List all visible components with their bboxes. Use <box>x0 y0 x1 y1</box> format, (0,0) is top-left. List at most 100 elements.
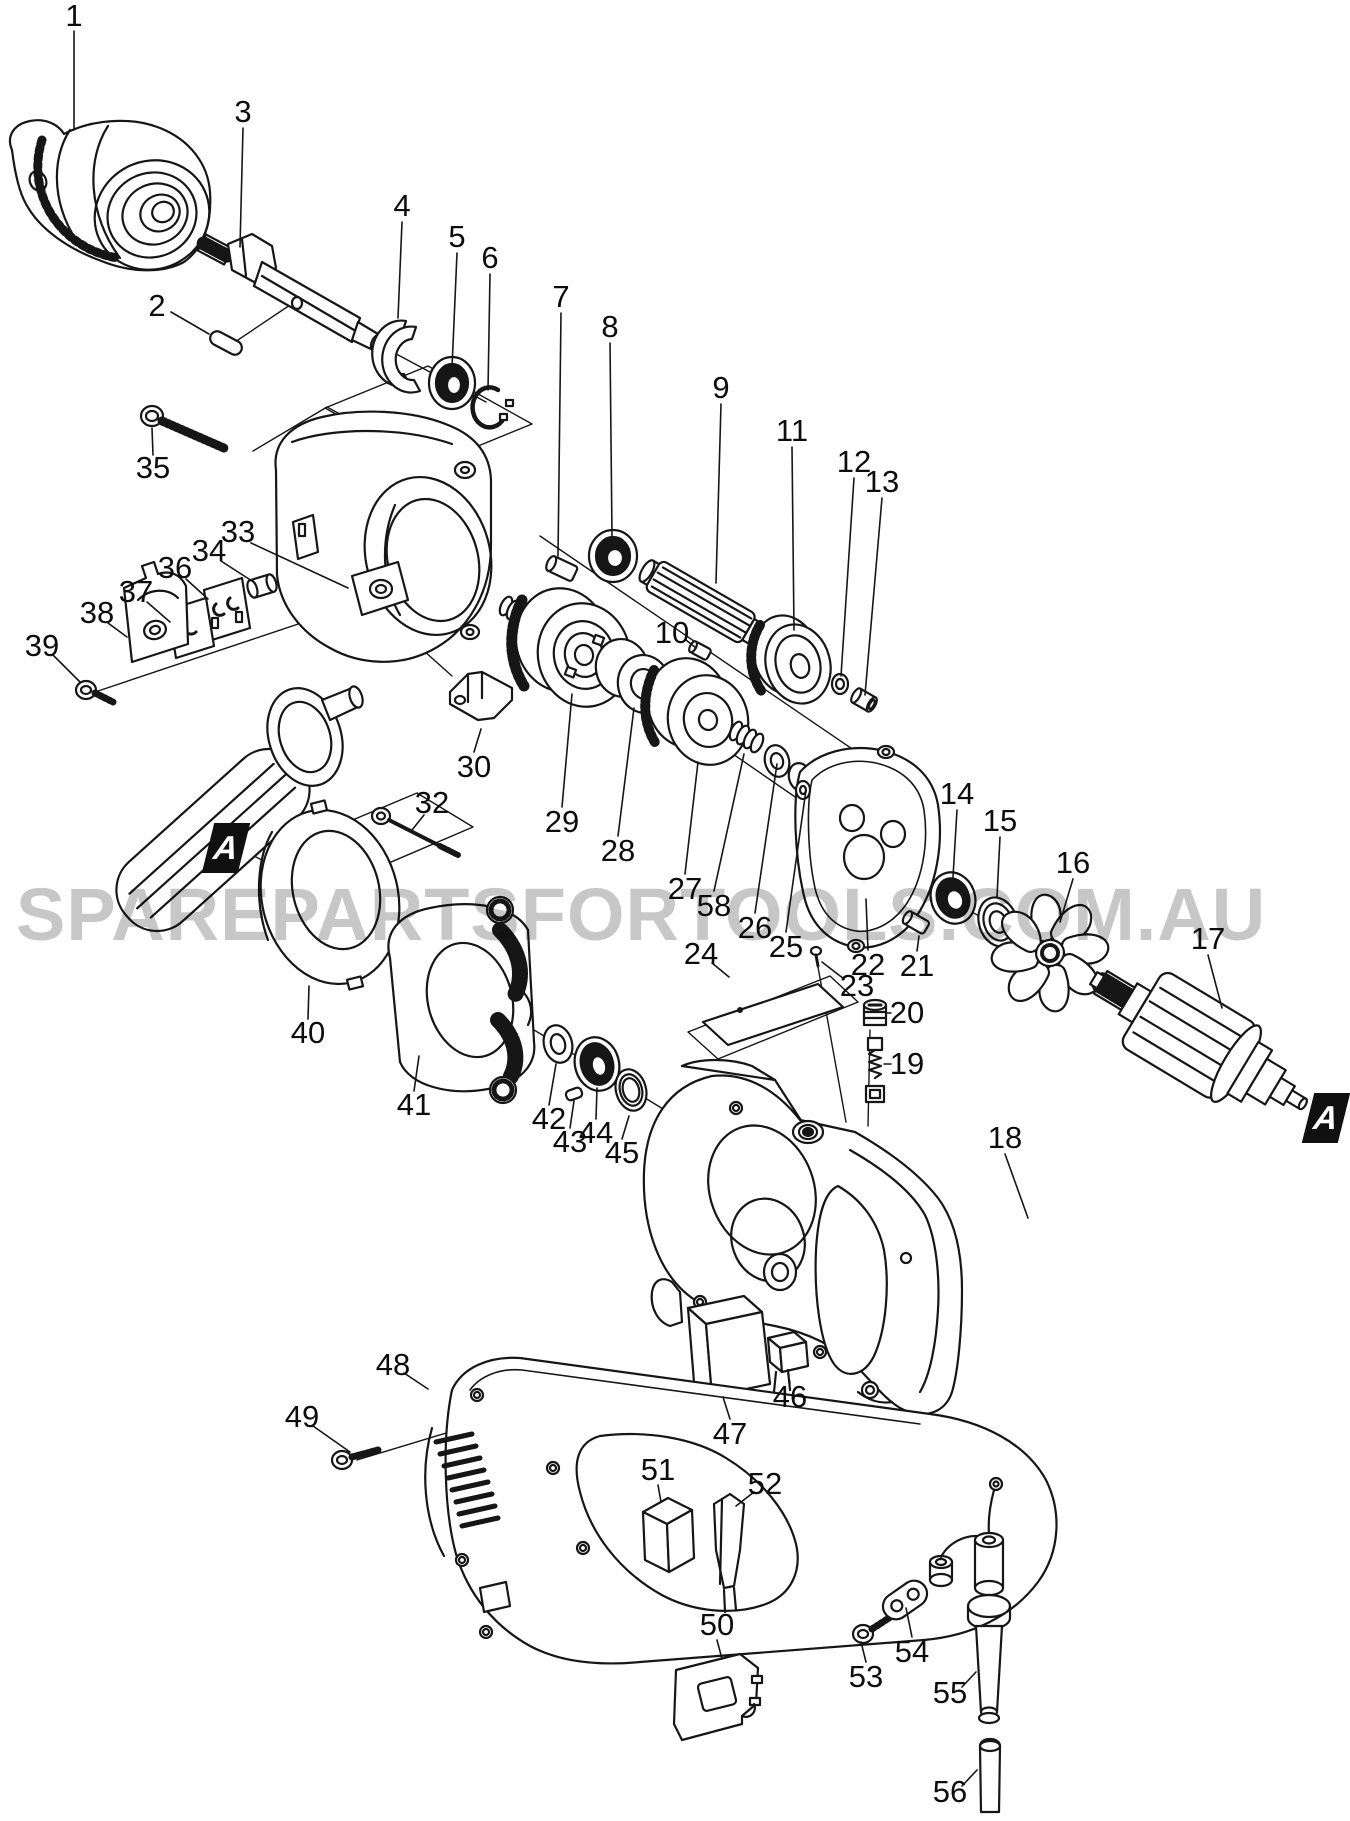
part-bearing-5 <box>427 355 477 411</box>
part-label-44: 44 <box>578 1115 614 1150</box>
part-label-8: 8 <box>601 309 619 344</box>
leader-line-14 <box>952 809 958 878</box>
part-screw-53 <box>851 1614 893 1645</box>
part-label-35: 35 <box>135 450 171 485</box>
part-lever-30 <box>448 670 514 722</box>
part-label-56: 56 <box>932 1774 968 1809</box>
part-label-25: 25 <box>768 929 804 964</box>
leader-line-25 <box>785 789 807 933</box>
leader-line-28 <box>617 707 635 837</box>
part-plate-24 <box>687 975 859 1060</box>
leader-line-8 <box>609 342 613 537</box>
part-label-4: 4 <box>393 188 411 223</box>
part-bearing-8 <box>587 528 639 584</box>
part-label-20: 20 <box>889 995 925 1030</box>
leader-line-45 <box>621 1115 630 1140</box>
part-screw-35 <box>139 404 231 454</box>
view-badge-letter: A <box>1311 1099 1341 1136</box>
part-label-12: 12 <box>836 444 872 479</box>
part-label-41: 41 <box>396 1087 432 1122</box>
part-brush-screw-19 <box>864 1036 886 1104</box>
part-label-5: 5 <box>448 219 466 254</box>
leader-line-47 <box>722 1396 731 1420</box>
part-label-23: 23 <box>839 968 875 1003</box>
leader-lines <box>52 30 1223 1787</box>
part-label-50: 50 <box>699 1607 735 1642</box>
part-label-14: 14 <box>939 776 975 811</box>
part-spindle <box>196 232 383 352</box>
part-label-28: 28 <box>600 833 636 868</box>
part-label-10: 10 <box>654 615 690 650</box>
leader-line-55 <box>961 1671 977 1688</box>
part-label-52: 52 <box>747 1466 783 1501</box>
part-label-9: 9 <box>712 370 730 405</box>
leader-line-12 <box>840 477 855 677</box>
part-cover-22 <box>794 744 941 954</box>
part-clamp-38 <box>122 560 190 664</box>
leader-line-2 <box>170 311 210 335</box>
leader-line-39 <box>52 654 81 683</box>
part-label-18: 18 <box>987 1120 1023 1155</box>
part-label-15: 15 <box>982 803 1018 838</box>
part-label-55: 55 <box>932 1675 968 1710</box>
part-label-13: 13 <box>864 464 900 499</box>
part-label-48: 48 <box>375 1347 411 1382</box>
leader-line-4 <box>397 221 403 319</box>
leader-line-3 <box>239 127 244 248</box>
leader-line-37 <box>146 601 171 623</box>
leader-line-56 <box>961 1769 978 1787</box>
part-label-38: 38 <box>79 595 115 630</box>
part-label-39: 39 <box>24 628 60 663</box>
part-washer-26 <box>763 744 791 778</box>
part-label-21: 21 <box>899 948 935 983</box>
leader-line-6 <box>487 273 491 391</box>
leader-line-27 <box>684 761 699 875</box>
leader-line-52 <box>735 1491 755 1507</box>
leader-line-30 <box>473 728 482 753</box>
leader-line-13 <box>864 497 883 696</box>
part-pin-21 <box>901 910 931 935</box>
leader-line-49 <box>312 1425 351 1453</box>
part-label-24: 24 <box>683 936 719 971</box>
part-pin-2 <box>209 330 243 356</box>
leader-line-23 <box>821 961 845 980</box>
part-label-11: 11 <box>775 413 809 448</box>
leader-line-10 <box>685 639 697 649</box>
part-switch-47 <box>650 1278 772 1408</box>
part-connector-46 <box>766 1330 810 1394</box>
part-fan-16 <box>990 893 1110 1013</box>
leader-line-15 <box>996 836 1001 898</box>
part-bushing-34 <box>246 573 278 599</box>
part-label-1: 1 <box>65 0 83 33</box>
leader-line-36 <box>185 578 209 600</box>
part-label-6: 6 <box>481 240 499 275</box>
part-gear-11 <box>746 614 832 705</box>
part-circlip-6 <box>470 385 515 430</box>
part-label-2: 2 <box>148 288 166 323</box>
leader-line-26 <box>754 763 778 914</box>
leader-line-7 <box>557 312 562 557</box>
part-label-29: 29 <box>544 804 580 839</box>
leader-line-32 <box>411 814 425 831</box>
part-label-27: 27 <box>667 871 703 906</box>
part-half-rings <box>371 319 422 394</box>
leader-line-42 <box>548 1063 557 1106</box>
part-washer-42 <box>542 1024 574 1064</box>
view-badge-letter: A <box>211 829 241 866</box>
part-chuck <box>8 119 212 272</box>
part-screw-39 <box>74 679 117 706</box>
part-bracket-50 <box>672 1652 764 1742</box>
part-bearing-14 <box>929 871 977 925</box>
part-spring-58 <box>728 720 765 754</box>
leader-line-46 <box>787 1373 791 1384</box>
part-label-37: 37 <box>118 574 154 609</box>
part-label-49: 49 <box>284 1399 320 1434</box>
leader-line-17 <box>1207 954 1223 1009</box>
part-gear-housing <box>274 410 493 663</box>
part-capacitor-51 <box>641 1496 696 1574</box>
leader-line-38 <box>107 622 128 638</box>
leader-line-11 <box>791 446 795 631</box>
part-label-46: 46 <box>772 1379 808 1414</box>
part-pin-43 <box>564 1086 584 1102</box>
